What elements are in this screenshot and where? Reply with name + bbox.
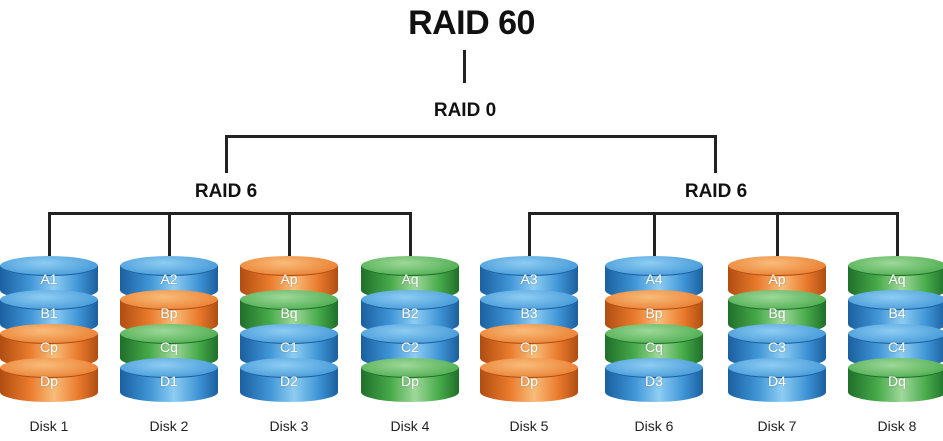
- segment-label: D1: [160, 373, 178, 389]
- raid6-right-drop-2: [653, 212, 656, 256]
- raid6-right-drop-3: [776, 212, 779, 256]
- disk-stack-8: Dq C4 B4 Aq: [848, 256, 943, 406]
- segment-label: Aq: [401, 271, 419, 287]
- raid0-label: RAID 0: [433, 100, 497, 121]
- segment-label: C2: [401, 339, 419, 355]
- raid6-right-drop-4: [896, 212, 899, 256]
- segment-label: C4: [888, 339, 906, 355]
- raid0-bracket-horizontal: [225, 135, 717, 138]
- segment-label: Bq: [280, 305, 298, 321]
- segment-label: D3: [645, 373, 663, 389]
- raid6-left-drop-3: [288, 212, 291, 256]
- disk-stack-4: Dp C2 B2 Aq: [361, 256, 459, 406]
- disk-segment: Dp: [0, 358, 98, 404]
- segment-label: Ap: [280, 271, 298, 287]
- raid6-left-bracket-horizontal: [48, 212, 412, 215]
- raid6-left-drop-1: [48, 212, 51, 256]
- segment-label: A1: [40, 271, 58, 287]
- segment-label: Dp: [401, 373, 419, 389]
- segment-label: Cq: [645, 339, 663, 355]
- raid6-left-drop-4: [409, 212, 412, 256]
- segment-label: Cp: [40, 339, 58, 355]
- disk-stack-2: D1 Cq Bp A2: [120, 256, 218, 406]
- segment-label: D4: [768, 373, 786, 389]
- disk-label: Disk 5: [509, 418, 549, 434]
- raid0-bracket-left-drop: [225, 135, 228, 173]
- disk-label: Disk 3: [269, 418, 309, 434]
- segment-label: Dp: [40, 373, 58, 389]
- disk-segment: Dq: [848, 358, 943, 404]
- disk-stack-7: D4 C3 Bq Ap: [728, 256, 826, 406]
- segment-label: C1: [280, 339, 298, 355]
- disk-segment: Dp: [480, 358, 578, 404]
- disk-label: Disk 8: [877, 418, 917, 434]
- raid6-right-bracket-horizontal: [528, 212, 899, 215]
- disk-label: Disk 1: [29, 418, 69, 434]
- raid6-group-label-right: RAID 6: [684, 181, 748, 202]
- segment-label: Bp: [645, 305, 663, 321]
- segment-label: A2: [160, 271, 178, 287]
- disk-label: Disk 4: [390, 418, 430, 434]
- segment-label: B4: [888, 305, 906, 321]
- segment-label: C3: [768, 339, 786, 355]
- disk-segment: D1: [120, 358, 218, 404]
- segment-label: Cp: [520, 339, 538, 355]
- raid0-bracket-right-drop: [714, 135, 717, 173]
- segment-label: Ap: [768, 271, 786, 287]
- diagram-title: RAID 60: [408, 4, 535, 42]
- raid6-group-label-left: RAID 6: [194, 181, 258, 202]
- segment-label: Cq: [160, 339, 178, 355]
- disk-segment: D2: [240, 358, 338, 404]
- connector-title-raid0: [463, 50, 466, 83]
- disk-stack-1: Dp Cp B1 A1: [0, 256, 98, 406]
- segment-label: A3: [520, 271, 538, 287]
- segment-label: B2: [401, 305, 419, 321]
- disk-stack-3: D2 C1 Bq Ap: [240, 256, 338, 406]
- raid6-left-drop-2: [168, 212, 171, 256]
- segment-label: B1: [40, 305, 58, 321]
- segment-label: Dq: [888, 373, 906, 389]
- segment-label: A4: [645, 271, 663, 287]
- segment-label: D2: [280, 373, 298, 389]
- segment-label: Bq: [768, 305, 786, 321]
- disk-stack-6: D3 Cq Bp A4: [605, 256, 703, 406]
- disk-segment: D4: [728, 358, 826, 404]
- segment-label: B3: [520, 305, 538, 321]
- segment-label: Aq: [888, 271, 906, 287]
- disk-segment: Dp: [361, 358, 459, 404]
- disk-label: Disk 7: [757, 418, 797, 434]
- disk-label: Disk 6: [634, 418, 674, 434]
- segment-label: Bp: [160, 305, 178, 321]
- disk-segment: D3: [605, 358, 703, 404]
- segment-label: Dp: [520, 373, 538, 389]
- disk-label: Disk 2: [149, 418, 189, 434]
- disk-stack-5: Dp Cp B3 A3: [480, 256, 578, 406]
- raid6-right-drop-1: [528, 212, 531, 256]
